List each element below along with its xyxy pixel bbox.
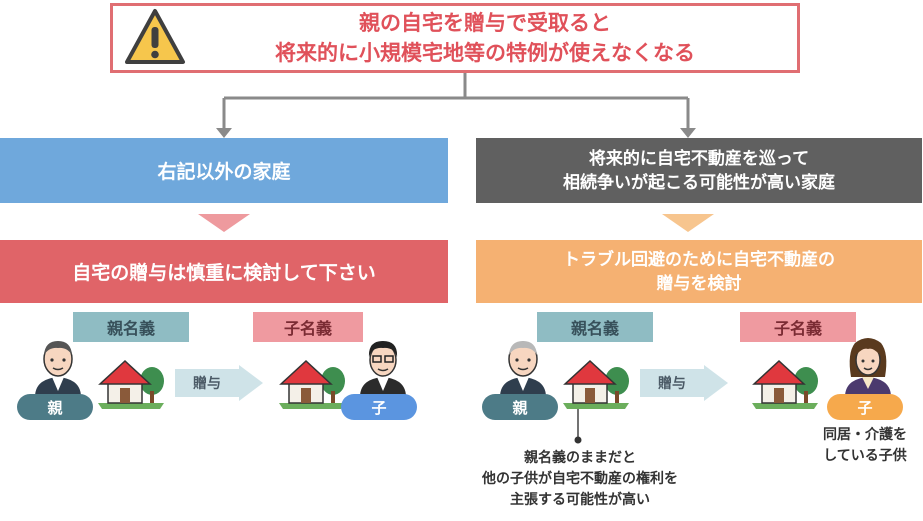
gift-arrow [640,365,728,401]
young-man-icon [360,341,406,397]
warning-icon [125,9,185,64]
left-category-banner: 右記以外の家庭 [0,138,448,203]
right-recommendation-line-1: トラブル回避のために自宅不動産の [563,249,835,270]
right-giver-tag: 親名義 [537,312,653,342]
right-category-line-1: 将来的に自宅不動産を巡って [588,148,810,169]
left-category-text: 右記以外の家庭 [157,161,291,183]
parent-ownership-note: 親名義のままだと 他の子供が自宅不動産の権利を 主張する可能性が高い [482,449,678,508]
title-line-1: 親の自宅を贈与で受取ると [359,11,611,35]
right-recommendation-line-2: 贈与を検討 [656,273,742,294]
right-category-line-2: 相続争いが起こる可能性が高い家庭 [563,172,835,193]
woman-icon [845,338,891,397]
left-receiver-tag: 子名義 [253,312,363,342]
right-category-banner: 将来的に自宅不動産を巡って 相続争いが起こる可能性が高い家庭 [476,138,922,203]
page-title: 親の自宅を贈与で受取ると 将来的に小規模宅地等の特例が使えなくなる [180,4,790,72]
left-recommendation-text: 自宅の贈与は慎重に検討して下さい [72,262,376,284]
right-child-label: 子 [827,394,903,420]
right-recommendation-banner: トラブル回避のために自宅不動産の 贈与を検討 [476,240,922,303]
left-giver-tag: 親名義 [73,312,189,342]
house-icon [563,359,629,409]
house-icon [752,359,818,409]
elderly-man-icon [35,341,81,397]
elderly-man-icon [500,341,546,397]
house-icon [279,359,345,409]
caregiver-child-note: 同居・介護を している子供 [823,427,907,464]
left-gift-label: 贈与 [193,376,221,392]
left-parent-label: 親 [17,394,93,420]
title-line-2: 将来的に小規模宅地等の特例が使えなくなる [275,41,695,65]
left-recommendation-banner: 自宅の贈与は慎重に検討して下さい [0,240,448,303]
left-child-label: 子 [341,394,417,420]
right-gift-label: 贈与 [658,376,686,392]
house-icon [98,359,164,409]
right-parent-label: 親 [482,394,558,420]
title-box [110,3,800,73]
gift-arrow [175,365,263,401]
right-receiver-tag: 子名義 [740,312,856,342]
